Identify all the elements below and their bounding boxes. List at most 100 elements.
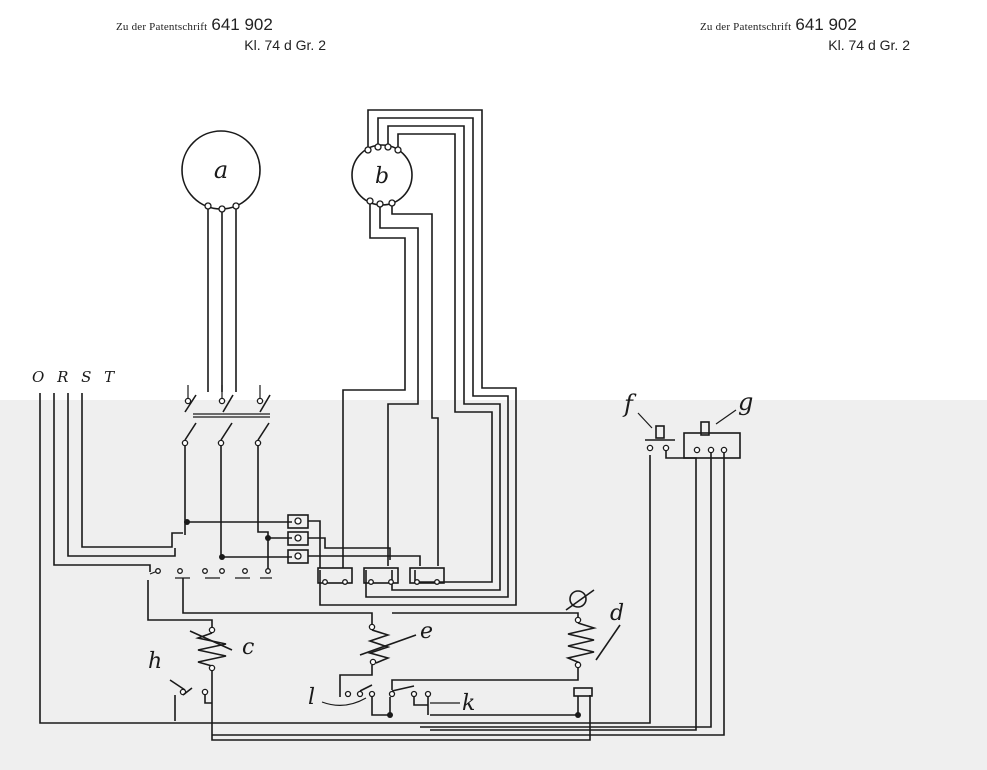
contact	[201, 688, 209, 696]
motor-b-terminal	[388, 199, 396, 207]
switch-l-label: l	[308, 685, 315, 710]
pushbutton-g-leader	[715, 409, 737, 425]
main-switch	[181, 385, 271, 572]
paper-white-area	[0, 0, 987, 400]
contact	[388, 690, 396, 698]
switch-output-leads	[184, 446, 269, 572]
switch-contact	[181, 439, 189, 447]
relay-coil	[294, 517, 302, 525]
terminal	[208, 626, 216, 634]
switch-contact	[184, 397, 192, 405]
contact	[322, 579, 328, 585]
junction	[265, 535, 271, 541]
contact	[368, 690, 376, 698]
resistor-c-lead	[211, 671, 591, 741]
header-left-class: Kl. 74 d Gr. 2	[244, 37, 326, 53]
contact	[693, 446, 701, 454]
contactor-box	[363, 567, 399, 584]
motor-b: b	[319, 109, 517, 606]
pushbutton-f-knob	[655, 425, 665, 439]
motor-b-wire	[397, 133, 493, 583]
switch-lk-wires	[371, 697, 428, 716]
switch-contact	[217, 439, 225, 447]
motor-a-terminal	[218, 205, 226, 213]
feed-to-c	[147, 580, 213, 628]
motor-a-terminal	[232, 202, 240, 210]
terminal	[574, 661, 582, 669]
contact	[707, 446, 715, 454]
motor-b-wire	[391, 206, 439, 566]
resistor-d-zigzag	[565, 622, 598, 664]
motor-a-terminal	[204, 202, 212, 210]
resistor-d-label: d	[610, 601, 624, 626]
resistor-d-leader	[595, 624, 621, 661]
motor-b-terminal	[394, 146, 402, 154]
motor-b-terminal	[366, 197, 374, 205]
header-left-number: 641 902	[211, 15, 273, 34]
lamp	[569, 590, 587, 608]
resistor-c-zigzag	[195, 632, 227, 667]
contact	[410, 690, 418, 698]
switch-lk: l k	[308, 684, 475, 718]
contact	[414, 579, 420, 585]
contact	[177, 568, 183, 574]
contact	[388, 579, 394, 585]
switch-blades-lower	[184, 422, 270, 441]
feed-to-e	[182, 578, 373, 625]
junction	[387, 712, 393, 718]
contact	[202, 568, 208, 574]
resistor-c-arrow	[189, 630, 233, 651]
motor-b-label: b	[375, 164, 389, 189]
resistor-e-zigzag	[367, 629, 391, 664]
bus-wire	[184, 521, 292, 535]
terminal	[574, 616, 582, 624]
switch-contact	[256, 397, 264, 405]
switch-k-label: k	[462, 691, 475, 716]
supply-line-O	[39, 393, 651, 724]
motor-b-wire	[387, 125, 501, 591]
header-right-prefix: Zu der Patentschrift	[700, 21, 792, 33]
switch-l-leader	[321, 697, 367, 707]
contact	[344, 690, 352, 698]
resistor-e-label: e	[420, 619, 433, 644]
pushbutton-f: f	[430, 390, 697, 731]
supply-label: O R S T	[32, 368, 118, 386]
resistor-d-contact	[573, 687, 593, 697]
motor-b-wire	[365, 117, 509, 598]
switch-contact	[254, 439, 262, 447]
switch-bar	[193, 413, 270, 418]
switch-contact	[218, 397, 226, 405]
pushbutton-f-leader	[637, 412, 653, 429]
switch-h-label: h	[148, 649, 162, 674]
relay-coil	[294, 552, 302, 560]
motor-b-terminal	[364, 146, 372, 154]
contact-row	[149, 569, 272, 579]
supply-lines: O R S T	[32, 368, 651, 724]
contact	[242, 568, 248, 574]
motor-a: a	[181, 130, 261, 392]
resistor-c: c	[189, 626, 591, 741]
motor-b-terminal	[384, 143, 392, 151]
contact	[424, 690, 432, 698]
lamp-slash	[565, 589, 595, 611]
resistor-d: d	[391, 589, 624, 718]
motor-b-terminal	[374, 143, 382, 151]
pushbutton-g-wires	[212, 453, 725, 736]
terminal	[208, 664, 216, 672]
resistor-e-lead	[339, 665, 373, 690]
contact	[356, 690, 364, 698]
resistor-c-label: c	[242, 635, 254, 660]
contact	[434, 579, 440, 585]
relay-coil	[294, 534, 302, 542]
relay-wires	[308, 520, 421, 568]
contactor-box	[317, 567, 353, 584]
contact	[720, 446, 728, 454]
supply-line-R	[53, 393, 151, 572]
junction	[184, 519, 190, 525]
switch-lk-wires	[339, 690, 429, 715]
switch-blades	[184, 394, 271, 413]
motor-b-wire	[379, 207, 419, 566]
